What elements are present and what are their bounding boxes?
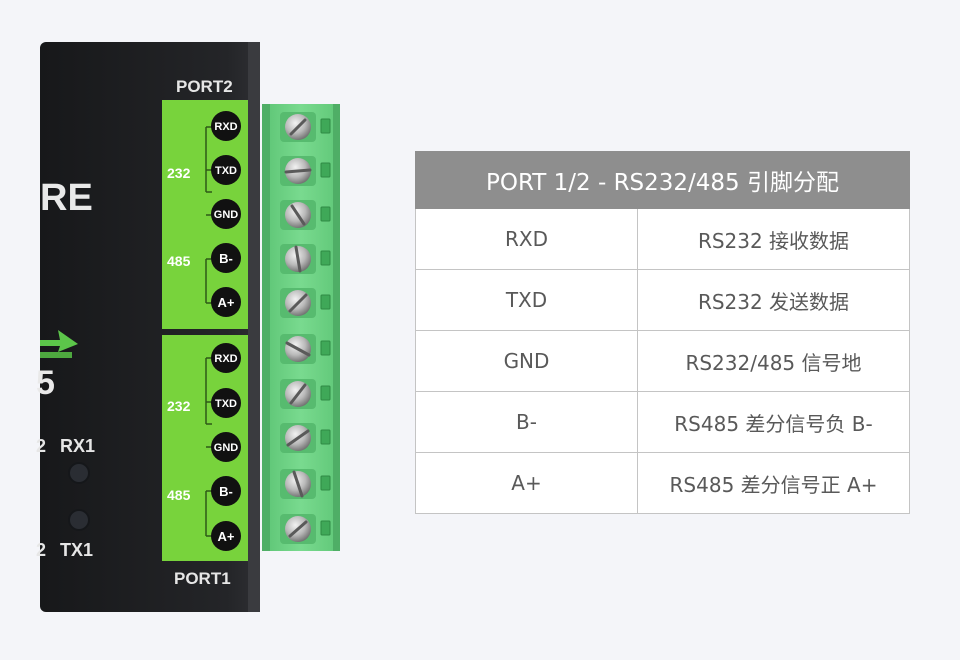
arrow-bar-icon bbox=[40, 352, 72, 358]
brand-fragment: RE bbox=[40, 177, 93, 219]
pin-name-cell: RXD bbox=[415, 208, 638, 270]
port1-label: PORT1 bbox=[174, 569, 231, 588]
terminal-screw bbox=[280, 469, 331, 499]
pin-desc-cell: RS485 差分信号负 B- bbox=[637, 391, 910, 453]
port1-bracket-232 bbox=[205, 357, 212, 425]
port1-pin-txd: TXD bbox=[215, 398, 237, 410]
terminal-screw bbox=[280, 514, 331, 544]
table-title: PORT 1/2 - RS232/485 引脚分配 bbox=[415, 151, 910, 209]
terminal-screw bbox=[280, 288, 331, 318]
table-row: RXD RS232 接收数据 bbox=[415, 208, 910, 270]
led-label-tx1: TX1 bbox=[60, 540, 93, 560]
port1-bracket-485 bbox=[205, 446, 212, 537]
port2-bracket-485 bbox=[205, 214, 212, 304]
port2-pinout: 232 485 RXD TXD GND B- A+ bbox=[162, 100, 248, 329]
table-row: A+ RS485 差分信号正 A+ bbox=[415, 452, 910, 514]
terminal-screw bbox=[280, 334, 331, 364]
port1-pin-a-plus: A+ bbox=[218, 529, 235, 544]
port2-group-232: 232 bbox=[167, 165, 191, 181]
led-label-rx1: RX1 bbox=[60, 436, 95, 456]
port2-bracket-232 bbox=[205, 126, 212, 193]
led-tx1 bbox=[68, 509, 90, 531]
port2-group-485: 485 bbox=[167, 253, 191, 269]
port1-pin-rxd: RXD bbox=[214, 353, 237, 365]
terminal-screw bbox=[280, 244, 331, 274]
terminal-block bbox=[262, 104, 340, 551]
device-svg: RE 5 2 RX1 2 TX1 PORT2 PORT1 232 485 RXD… bbox=[36, 42, 340, 612]
pin-name-cell: GND bbox=[415, 330, 638, 392]
pin-desc-cell: RS232/485 信号地 bbox=[637, 330, 910, 392]
device-illustration: RE 5 2 RX1 2 TX1 PORT2 PORT1 232 485 RXD… bbox=[0, 0, 400, 660]
terminal-screw bbox=[280, 423, 331, 453]
port2-pin-txd: TXD bbox=[215, 165, 237, 177]
port2-pin-gnd: GND bbox=[214, 209, 239, 221]
device-body-edge bbox=[248, 42, 260, 612]
terminal-screw bbox=[280, 200, 331, 230]
port2-pin-rxd: RXD bbox=[214, 121, 237, 133]
table-row: B- RS485 差分信号负 B- bbox=[415, 391, 910, 453]
pin-name-cell: B- bbox=[415, 391, 638, 453]
port2-pin-b-minus: B- bbox=[219, 251, 233, 266]
port1-pin-b-minus: B- bbox=[219, 484, 233, 499]
terminal-screw bbox=[280, 112, 331, 142]
led-rx1 bbox=[68, 462, 90, 484]
terminal-screw bbox=[280, 156, 331, 186]
port1-group-485: 485 bbox=[167, 487, 191, 503]
port1-pin-gnd: GND bbox=[214, 442, 239, 454]
table-row: GND RS232/485 信号地 bbox=[415, 330, 910, 392]
table-row: TXD RS232 发送数据 bbox=[415, 269, 910, 331]
pin-desc-cell: RS232 接收数据 bbox=[637, 208, 910, 270]
port2-label: PORT2 bbox=[176, 77, 233, 96]
pin-name-cell: TXD bbox=[415, 269, 638, 331]
arrow-right-icon bbox=[40, 330, 78, 352]
pin-desc-cell: RS485 差分信号正 A+ bbox=[637, 452, 910, 514]
port2-pin-a-plus: A+ bbox=[218, 295, 235, 310]
port1-pinout: 232 485 RXD TXD GND B- A+ bbox=[162, 335, 248, 561]
led-label-2-bottom: 2 bbox=[36, 540, 46, 560]
pin-name-cell: A+ bbox=[415, 452, 638, 514]
terminal-screw bbox=[280, 379, 331, 409]
port1-group-232: 232 bbox=[167, 398, 191, 414]
pin-assignment-table: PORT 1/2 - RS232/485 引脚分配 RXD RS232 接收数据… bbox=[415, 151, 910, 514]
pin-desc-cell: RS232 发送数据 bbox=[637, 269, 910, 331]
model-fragment: 5 bbox=[36, 364, 55, 402]
led-label-2-top: 2 bbox=[36, 436, 46, 456]
